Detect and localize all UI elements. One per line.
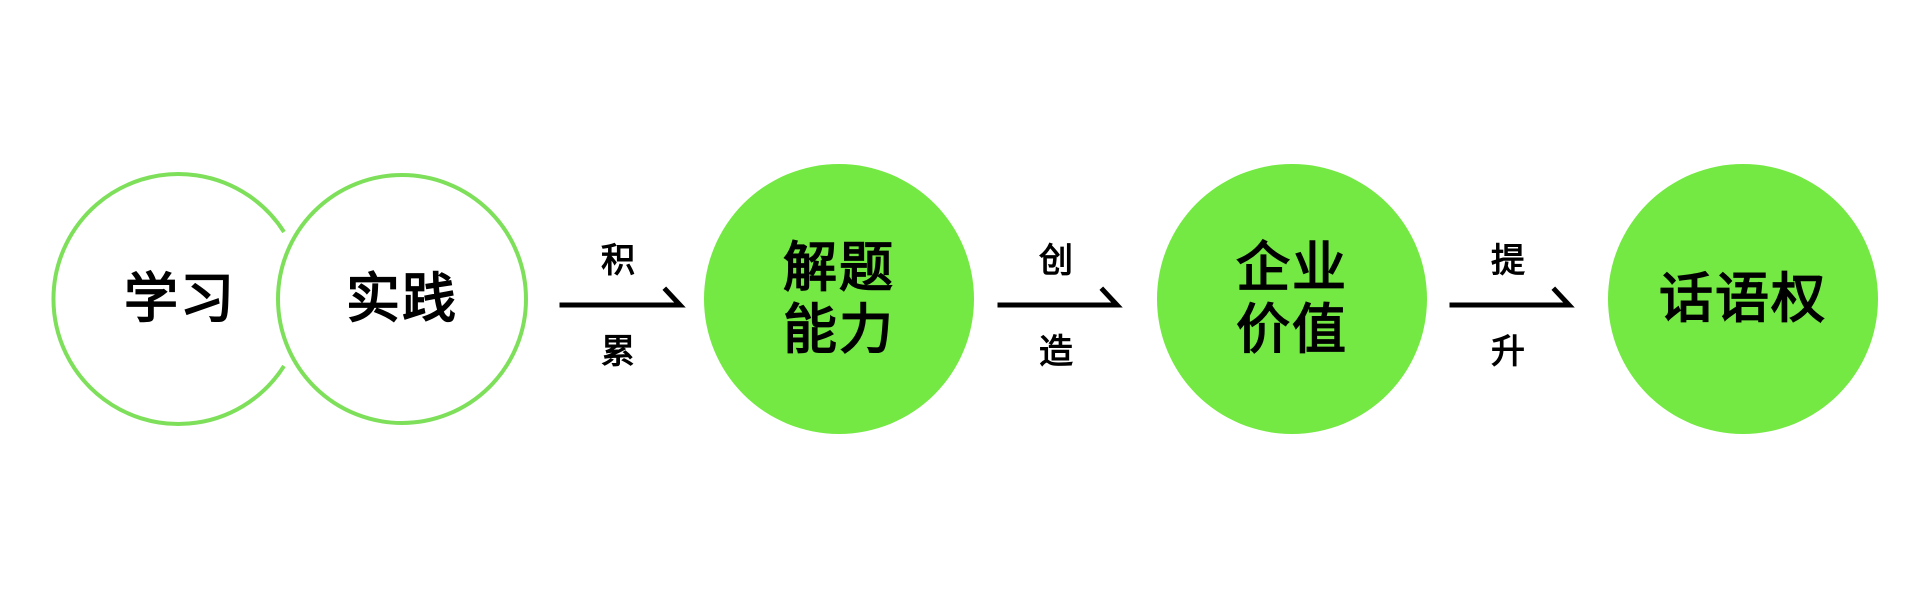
solve-filled-circle [704, 164, 974, 434]
arrow-create-top-label: 创 [1039, 241, 1073, 282]
solve-label: 解题 能力 [739, 219, 939, 379]
arrow-elevate [1449, 286, 1575, 308]
practice-outline-circle [276, 173, 528, 425]
enterprise-label-line1: 企业 [1236, 235, 1348, 299]
learn-label: 学习 [124, 266, 236, 330]
arrow-create-bottom-label: 造 [1039, 332, 1073, 373]
arrow-accumulate-bottom-label: 累 [601, 332, 635, 373]
arrow-create [997, 286, 1123, 308]
voice-filled-circle [1608, 164, 1878, 434]
solve-label-line2: 能力 [783, 298, 895, 361]
enterprise-label: 企业 价值 [1192, 219, 1392, 379]
enterprise-label-line2: 价值 [1236, 298, 1348, 361]
voice-label: 话语权 [1659, 266, 1827, 330]
learn-outline-circle [51, 172, 286, 426]
arrow-elevate-top-label: 提 [1491, 241, 1525, 282]
practice-label: 实践 [346, 266, 458, 330]
arrow-elevate-bottom-label: 升 [1491, 332, 1525, 373]
enterprise-filled-circle [1157, 164, 1427, 434]
solve-label-line1: 解题 [783, 235, 895, 299]
arrow-accumulate-top-label: 积 [601, 241, 635, 282]
arrow-accumulate [559, 286, 686, 308]
